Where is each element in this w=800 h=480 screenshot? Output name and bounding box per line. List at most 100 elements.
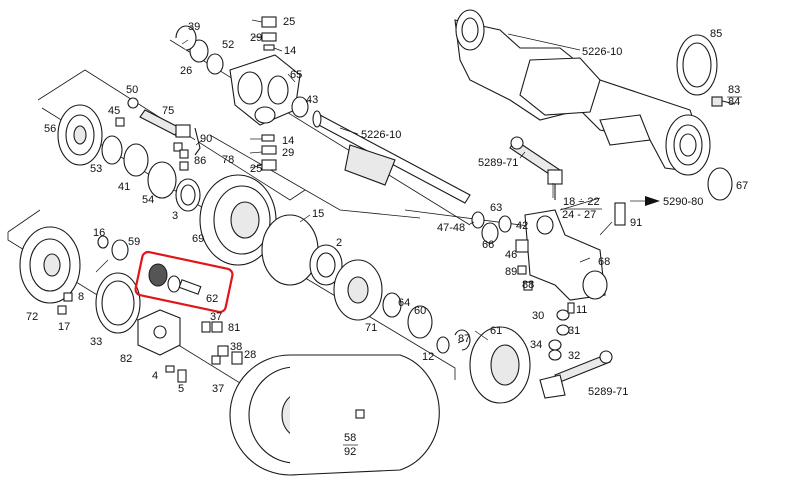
callout-63: 63 [490,202,502,214]
anchor-plate-82 [137,309,181,356]
seal-52 [189,39,209,63]
bolt-89 [517,265,527,275]
callout-65: 65 [290,69,302,81]
callout-53: 53 [90,163,102,175]
callout-18-22: 18 ÷ 22 [563,196,600,208]
callout-2: 2 [336,237,342,249]
wheel-hub-69 [199,174,277,266]
callout-68: 68 [598,256,610,268]
dust-cover-33-inner [101,280,135,326]
callout-5289-upper: 5289-71 [478,157,518,169]
brake-backing-plate-72 [19,226,81,304]
seal-43 [291,96,309,118]
callout-69: 69 [192,233,204,245]
bushing-46 [515,239,529,253]
screw-37-lower [211,355,221,365]
ring-gear-85 [676,34,718,96]
sensor-91 [614,202,626,226]
callout-71: 71 [365,322,377,334]
ring-32 [548,349,562,361]
hub-cover-61 [469,326,531,404]
bushing-26 [206,53,224,75]
bolt-83 [711,96,736,107]
hub-flange-56 [57,104,103,166]
callout-46: 46 [505,249,517,261]
ring-42 [498,215,512,233]
callout-43: 43 [306,94,318,106]
washer-12 [436,336,450,354]
callout-67: 67 [736,180,748,192]
callout-62: 62 [206,293,218,305]
callout-29: 29 [250,32,262,44]
callout-28: 28 [244,349,256,361]
bearing-cap-stack-lower [261,134,277,171]
callout-87: 87 [458,333,470,345]
washer-30 [556,309,570,321]
steering-arm-upper [509,136,563,200]
bearing-2-inner [316,252,336,278]
callout-16: 16 [93,227,105,239]
callout-25: 25 [283,16,295,28]
callout-64: 64 [398,297,410,309]
callout-78: 78 [222,154,234,166]
callout-5289-lower: 5289-71 [588,386,628,398]
callout-26: 26 [180,65,192,77]
callout-54: 54 [142,194,154,206]
callout-86: 86 [194,155,206,167]
gear-60 [407,305,433,339]
axle-housing [454,9,711,176]
callout-31: 31 [568,325,580,337]
washer-4 [165,365,175,373]
bearing-cap-stack-upper [261,16,277,51]
seal-ring-67 [707,167,733,201]
callout-52: 52 [222,39,234,51]
bolt-5 [177,369,187,383]
planet-carrier-71-hub [347,276,369,304]
gear-64 [382,292,402,318]
callout-29b: 29 [282,147,294,159]
brake-drum [229,354,440,476]
callout-11: 11 [576,304,587,316]
callout-42: 42 [516,220,528,232]
highlight-box-62 [134,250,234,314]
callout-14b: 14 [282,135,294,147]
callout-45: 45 [108,105,120,117]
steering-arm-lower [539,350,613,399]
bearing-3-inner [180,184,196,206]
callout-3: 3 [172,210,178,222]
callout-66: 66 [482,239,494,251]
callout-59: 59 [128,236,140,248]
callout-58: 58 [344,432,356,444]
callout-85: 85 [710,28,722,40]
callout-75: 75 [162,105,174,117]
gear-54 [147,161,177,199]
callout-39: 39 [188,21,200,33]
callout-5: 5 [178,383,184,395]
bolt-92 [355,409,365,419]
seal-63 [471,211,485,229]
screw-17 [57,305,67,315]
seal-53 [101,135,123,165]
callout-89: 89 [505,266,517,278]
bolt-37-upper [201,321,211,333]
callout-56: 56 [44,123,56,135]
callout-50: 50 [126,84,138,96]
callout-92: 92 [344,446,356,458]
callout-47-48: 47-48 [437,222,465,234]
o-ring-15 [261,214,319,286]
callout-24-27: 24 - 27 [562,209,596,221]
callout-14: 14 [284,45,296,57]
callout-84: 84 [728,96,740,108]
callout-33: 33 [90,336,102,348]
bolt-88 [523,281,533,291]
callout-5226-housing: 5226-10 [582,46,622,58]
screw-8 [63,292,73,302]
ring-31 [556,324,570,336]
callout-82: 82 [120,353,132,365]
callout-32: 32 [568,350,580,362]
nut-81 [211,321,223,333]
callout-81: 81 [228,322,240,334]
leader-lines [95,19,613,344]
ring-41 [123,143,149,177]
